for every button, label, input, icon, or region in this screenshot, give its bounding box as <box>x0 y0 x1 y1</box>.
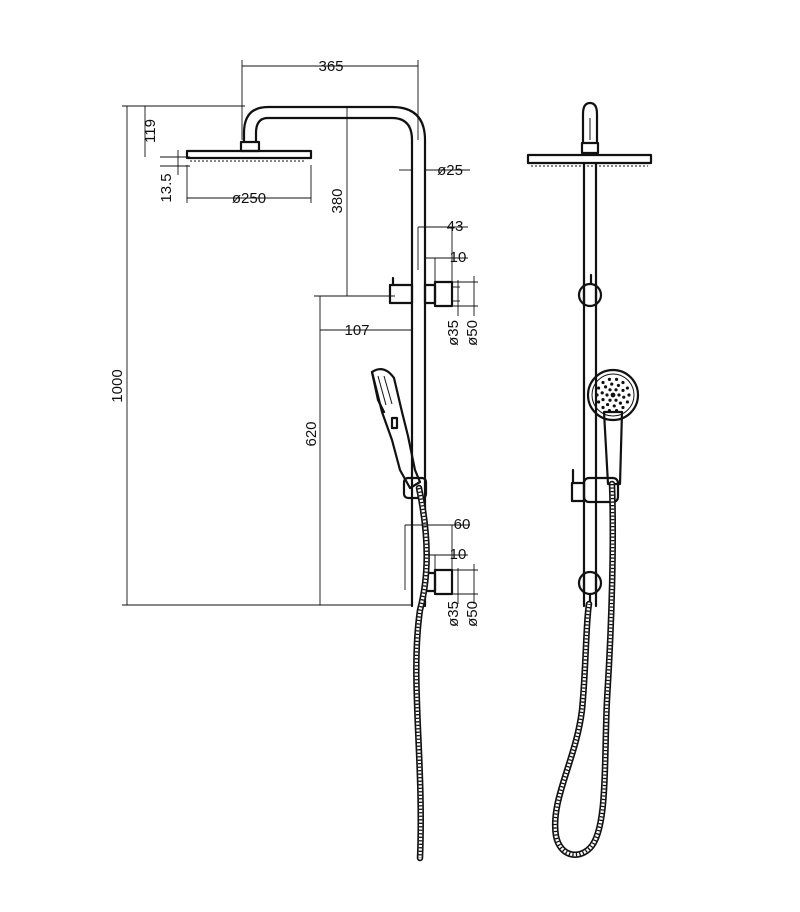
dim-top-bracket-projection: 43 <box>447 218 464 235</box>
dim-bottom-bracket-offset: 10 <box>450 546 467 563</box>
spray-nozzle <box>596 400 601 404</box>
dim-head-diameter: ø250 <box>232 190 266 207</box>
front-slider <box>570 468 620 504</box>
spray-nozzle <box>607 377 612 382</box>
dim-total-height: 1000 <box>109 369 126 402</box>
front-top-bracket <box>577 273 603 308</box>
spray-nozzle <box>612 404 616 408</box>
spray-nozzle <box>608 388 612 392</box>
spray-nozzle <box>627 393 631 397</box>
spray-nozzle <box>600 391 604 395</box>
side-view <box>185 105 454 862</box>
handset-holder <box>402 476 428 500</box>
spray-nozzle <box>601 397 605 402</box>
spray-nozzle <box>614 408 619 413</box>
spray-nozzle <box>601 405 605 410</box>
spray-nozzle <box>625 386 630 390</box>
front-view <box>526 101 653 858</box>
front-arm-connector <box>580 101 600 155</box>
dimension-lines <box>122 60 478 606</box>
dim-bottom-flange-outer: ø50 <box>464 601 481 627</box>
dim-bottom-flange-inner: ø35 <box>445 601 462 627</box>
spray-nozzle <box>603 385 608 389</box>
spray-nozzle <box>622 395 626 399</box>
spray-nozzle <box>610 392 616 398</box>
spray-nozzle <box>616 383 621 388</box>
front-hose <box>551 480 617 858</box>
spray-nozzle <box>621 380 625 385</box>
spray-nozzle <box>614 377 619 382</box>
dim-top-wall-offset: 107 <box>344 322 369 339</box>
spray-nozzle <box>625 400 630 404</box>
spray-nozzle <box>595 393 599 397</box>
spray-nozzle <box>618 401 623 405</box>
dim-head-thickness: 13.5 <box>158 173 175 202</box>
spray-nozzle <box>621 388 625 393</box>
hand-shower-profile <box>370 367 422 490</box>
side-hose <box>413 484 430 862</box>
dimension-labels: 365 119 13.5 ø250 ø25 380 1000 620 43 10… <box>109 58 481 627</box>
spray-nozzle <box>614 398 618 402</box>
dim-arm-drop: 119 <box>142 119 159 143</box>
spray-nozzle <box>607 408 612 413</box>
front-rain-head <box>526 153 653 167</box>
dim-bracket-spacing: 620 <box>303 421 320 446</box>
front-hand-shower <box>586 368 640 486</box>
dim-bottom-bracket-projection: 60 <box>454 516 471 533</box>
spray-nozzle <box>621 405 625 410</box>
dim-arm-reach: 365 <box>318 58 343 75</box>
dim-head-to-bracket: 380 <box>329 188 346 213</box>
spray-nozzle <box>601 380 605 385</box>
dim-top-bracket-offset: 10 <box>450 249 467 266</box>
dim-rail-diameter: ø25 <box>437 162 463 179</box>
spray-nozzle <box>617 393 621 397</box>
dim-top-flange-inner: ø35 <box>445 320 462 346</box>
spray-nozzles <box>595 377 631 413</box>
shower-arm <box>239 105 427 153</box>
spray-nozzle <box>605 402 610 407</box>
spray-nozzle <box>608 398 612 402</box>
spray-nozzle <box>610 382 614 386</box>
front-rail <box>582 161 598 608</box>
front-bottom-bracket <box>577 570 603 605</box>
spray-nozzle <box>596 386 601 390</box>
rain-head-profile <box>185 149 313 162</box>
spray-nozzle <box>605 393 609 397</box>
top-bracket <box>388 276 454 308</box>
dim-top-flange-outer: ø50 <box>464 320 481 346</box>
spray-nozzle <box>614 388 618 392</box>
